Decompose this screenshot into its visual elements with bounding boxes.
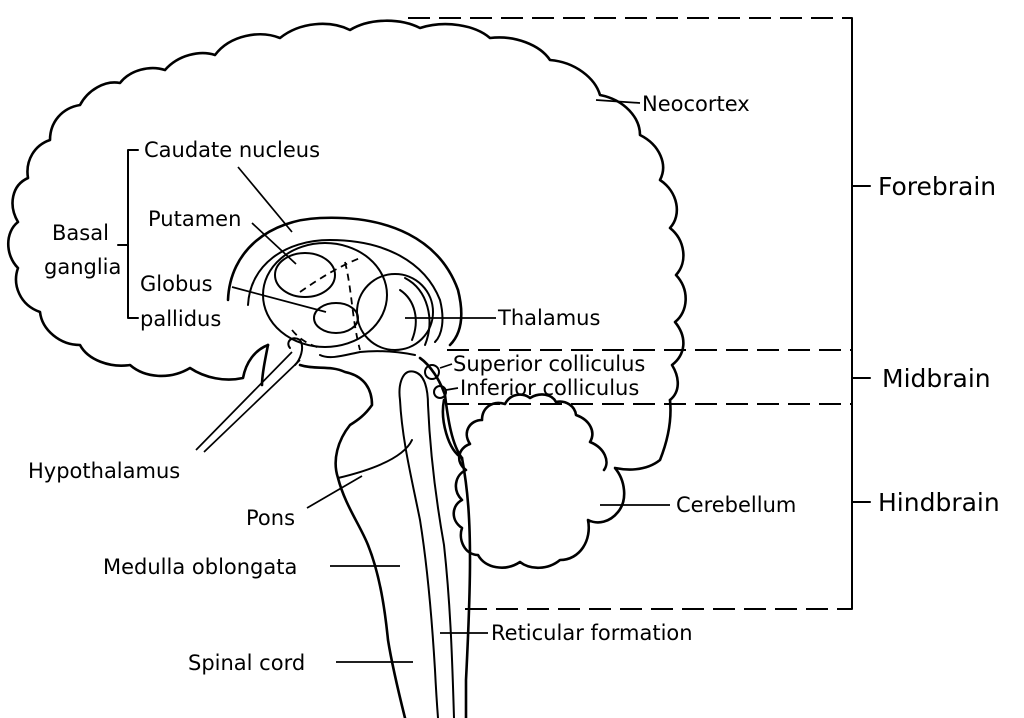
label-caudate-nucleus: Caudate nucleus — [144, 138, 320, 162]
ventricle-arc — [248, 240, 442, 342]
label-neocortex: Neocortex — [642, 92, 750, 116]
label-thalamus: Thalamus — [497, 306, 600, 330]
label-ganglia: ganglia — [44, 255, 121, 279]
text-labels: Neocortex Caudate nucleus Basal ganglia … — [28, 92, 1000, 675]
label-medulla-oblongata: Medulla oblongata — [103, 555, 297, 579]
putamen-ellipse — [275, 253, 335, 297]
hypothalamus-leader-2 — [204, 360, 300, 452]
label-forebrain: Forebrain — [878, 172, 996, 201]
label-superior-colliculus: Superior colliculus — [453, 352, 645, 376]
label-pons: Pons — [246, 506, 295, 530]
thalamus-ellipse — [357, 274, 433, 350]
label-cerebellum: Cerebellum — [676, 493, 796, 517]
basal-ganglia-bracket-line — [118, 150, 138, 318]
inferior-colliculus-leader — [446, 388, 458, 390]
caudate-leader — [238, 167, 292, 232]
label-hypothalamus: Hypothalamus — [28, 459, 180, 483]
pons-outline — [338, 440, 412, 478]
hypothalamus-leader-1 — [196, 352, 292, 450]
label-globus: Globus — [140, 272, 213, 296]
globus-leader — [232, 287, 326, 312]
corpus-callosum-arc — [228, 218, 461, 345]
label-pallidus: pallidus — [140, 307, 221, 331]
label-midbrain: Midbrain — [882, 364, 991, 393]
label-spinal-cord: Spinal cord — [188, 651, 305, 675]
cerebellum-outline — [443, 395, 671, 568]
division-brackets — [408, 18, 870, 609]
label-reticular-formation: Reticular formation — [491, 621, 693, 645]
central-canal — [400, 371, 454, 718]
label-inferior-colliculus: Inferior colliculus — [460, 376, 639, 400]
label-basal: Basal — [52, 221, 109, 245]
basal-ganglia-bracket — [118, 150, 138, 318]
label-putamen: Putamen — [148, 207, 241, 231]
pons-leader — [307, 476, 362, 508]
globus-pallidus-ellipse — [314, 303, 358, 333]
superior-colliculus-leader — [440, 364, 452, 368]
label-hindbrain: Hindbrain — [878, 488, 1000, 517]
